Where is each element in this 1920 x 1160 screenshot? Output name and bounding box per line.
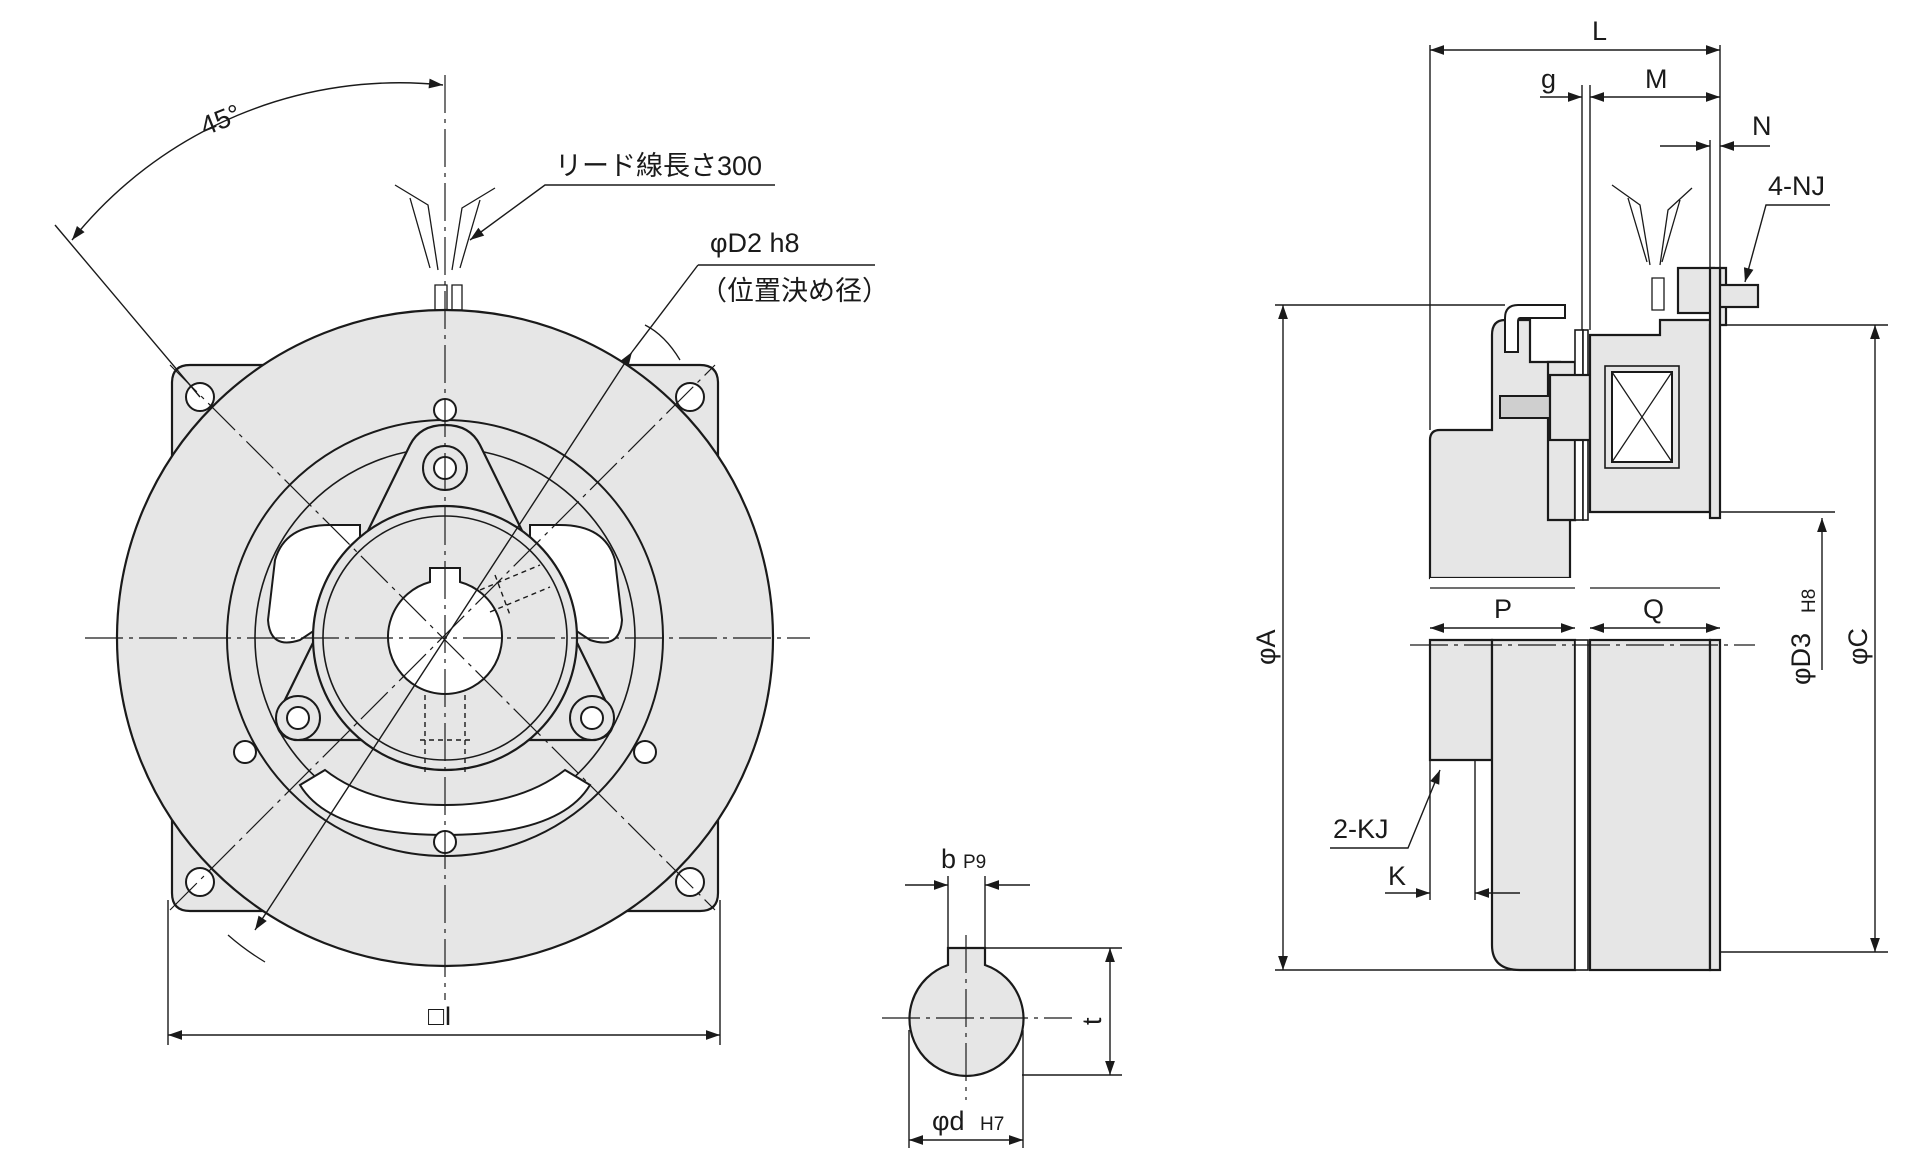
mount-hole [675,382,705,412]
t-label: t [1077,1017,1107,1025]
coil-frame [1604,365,1680,469]
lower-disc [1574,639,1589,971]
NJ-leader [1743,204,1830,283]
g-label: g [1541,64,1556,94]
lower-field [1588,638,1712,972]
bolt-hole [286,706,310,730]
lower-hub [1428,638,1494,762]
D3-tol: H8 [1799,589,1820,613]
mount-hole [185,867,215,897]
flange-plate [1708,266,1722,520]
N-label: N [1752,111,1772,141]
KJ-label: 2-KJ [1333,814,1389,844]
bolt-hole [580,706,604,730]
angle-ext-line [54,224,201,398]
front-view: 45° リード線長さ300 φD2 h8 （位置決め径） □I [54,75,889,1045]
d-label: φd [932,1106,965,1136]
side-lead-wire [1611,184,1693,311]
bolt-body [1499,395,1553,419]
P-label: P [1494,594,1512,624]
NJ-label: 4-NJ [1768,171,1825,201]
lower-flange [1708,638,1722,972]
pilot-label: φD2 h8 [710,228,800,258]
coil-cross [1611,371,1673,463]
lead-bracket [1504,304,1566,353]
angle-label: 45° [196,98,245,141]
angle-arc [71,78,444,241]
mount-bolt-head [1676,266,1716,315]
lower-rotor [1490,638,1577,972]
side-view: L g M N 4-NJ φA φC φD3 H8 P [1251,16,1888,972]
C-label: φC [1843,628,1873,665]
Q-label: Q [1643,594,1664,624]
lead-leader [469,184,775,241]
lead-wire-cut [434,284,463,311]
d2-dim-line [254,351,633,931]
lead-wire-label: リード線長さ300 [555,151,762,181]
d-tol: H7 [980,1114,1004,1135]
b-tol: P9 [963,852,986,873]
d2-leader [631,264,699,353]
pilot-note: （位置決め径） [700,276,889,306]
square-label: □I [428,1001,452,1031]
ring-hole [633,740,657,764]
D3-label: φD3 [1786,633,1816,685]
keyway-view: b P9 t φd H7 [882,844,1122,1148]
b-label: b [941,844,956,874]
mount-hole [675,867,705,897]
M-label: M [1645,64,1668,94]
ring-hole [233,740,257,764]
K-label: K [1388,861,1406,891]
bolt-head [1548,373,1592,442]
d2-ext-arc [227,324,681,963]
A-label: φA [1251,629,1281,665]
L-label: L [1592,16,1607,46]
